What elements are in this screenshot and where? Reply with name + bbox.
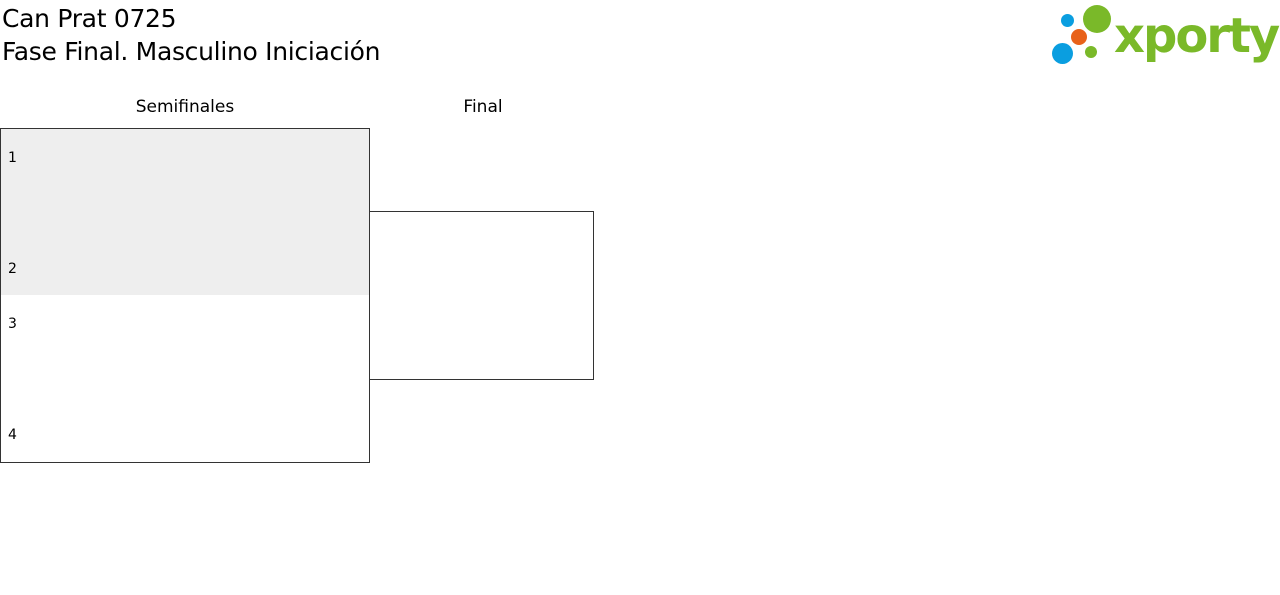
final-match[interactable] bbox=[369, 211, 594, 380]
logo-green-dot bbox=[1083, 5, 1111, 33]
seed-label: 3 bbox=[8, 316, 17, 332]
semifinal-match-1[interactable]: 1 2 bbox=[0, 128, 370, 296]
seed-label: 4 bbox=[8, 427, 17, 443]
logo-green-small-dot bbox=[1085, 46, 1097, 58]
phase-subtitle: Fase Final. Masculino Iniciación bbox=[2, 37, 381, 66]
logo-wordmark: xporty bbox=[1114, 8, 1280, 64]
seed-label: 1 bbox=[8, 150, 17, 166]
tournament-title: Can Prat 0725 bbox=[2, 4, 177, 33]
final-heading: Final bbox=[463, 97, 503, 117]
semifinal-match-2[interactable]: 3 4 bbox=[0, 295, 370, 463]
seed-label: 2 bbox=[8, 261, 17, 277]
logo-blue-large-dot bbox=[1052, 43, 1073, 64]
page-header: Can Prat 0725 Fase Final. Masculino Inic… bbox=[2, 2, 380, 68]
semifinals-heading: Semifinales bbox=[135, 97, 235, 117]
xporty-logo[interactable]: xporty bbox=[1052, 5, 1280, 67]
logo-orange-dot bbox=[1071, 29, 1087, 45]
logo-blue-small-dot bbox=[1061, 14, 1074, 27]
